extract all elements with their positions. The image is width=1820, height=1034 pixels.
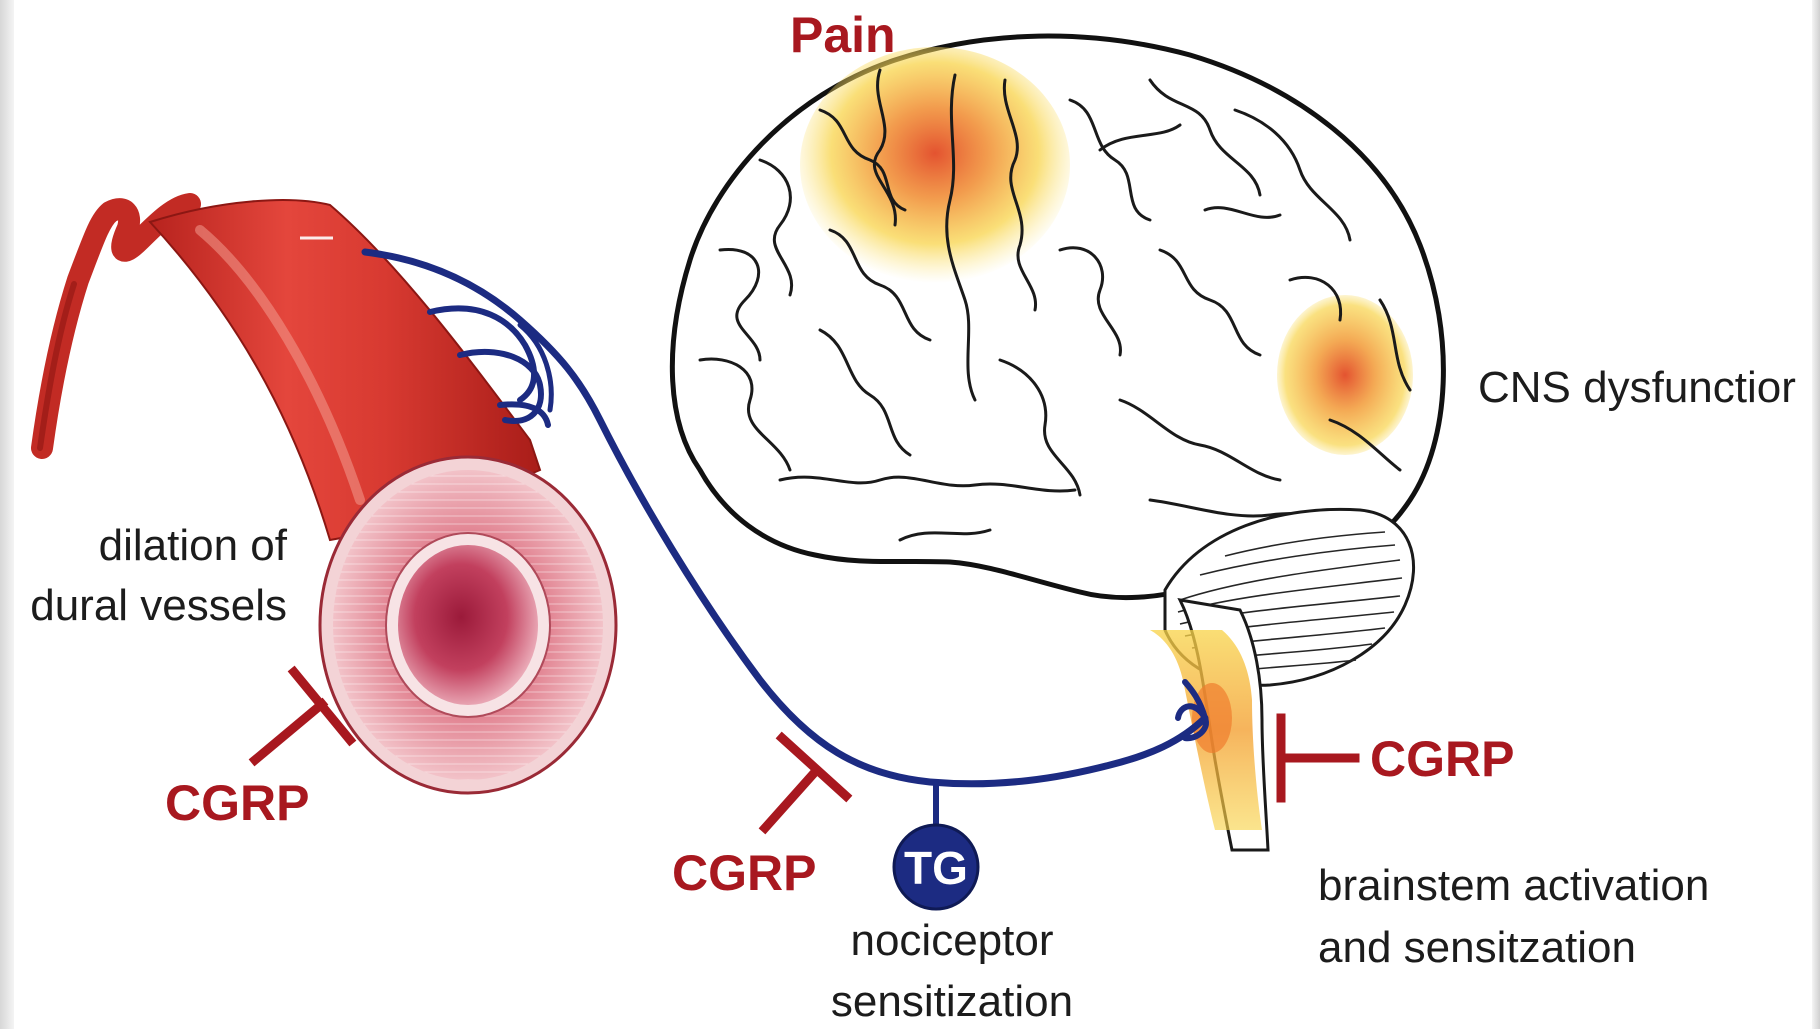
dilation-label-line2: dural vessels <box>30 581 287 630</box>
brainstem-label-line1: brainstem activation <box>1318 861 1709 910</box>
brain <box>672 36 1443 850</box>
right-border <box>1812 0 1820 1029</box>
vessel-lumen <box>398 545 538 705</box>
dilation-label-line1: dilation of <box>99 521 288 570</box>
nociceptor-label-line2: sensitization <box>831 977 1073 1026</box>
tg-ganglion: TG <box>894 825 978 909</box>
cgrp-label-vessel: CGRP <box>165 775 309 831</box>
left-border <box>0 0 14 1029</box>
nociceptor-label-line1: nociceptor <box>850 916 1053 965</box>
dural-vessel <box>40 200 616 793</box>
cns-dysfunction-label: CNS dysfunctior <box>1478 363 1796 412</box>
cgrp-label-nerve: CGRP <box>672 845 816 901</box>
brainstem-label-line2: and sensitzation <box>1318 923 1636 972</box>
cgrp-inhibitor-brainstem <box>1281 718 1355 798</box>
pain-activation-area <box>800 47 1070 283</box>
cgrp-label-brainstem: CGRP <box>1370 731 1514 787</box>
tg-label: TG <box>904 842 968 894</box>
pain-label: Pain <box>790 7 896 63</box>
cns-activation-area <box>1277 295 1413 455</box>
